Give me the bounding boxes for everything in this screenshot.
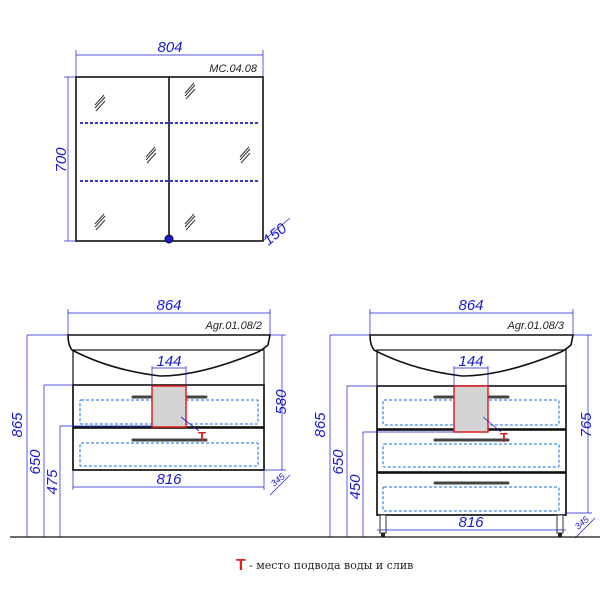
cabinet-right: 864 Agr.01.08/3 T 144 816 765 345 865 (312, 297, 596, 539)
glass-reflection-icon (94, 82, 251, 231)
legend-text: - место подвода воды и слив (249, 559, 413, 572)
mirror-model-label: MC.04.08 (209, 63, 258, 75)
left-drawer-height-dimension: 650 (27, 449, 44, 475)
right-cutout (453, 385, 489, 433)
mirror-depth-dimension: 150 (260, 220, 291, 250)
left-cutout (151, 385, 187, 428)
right-drawer-height-dimension: 650 (330, 449, 347, 475)
knob-icon (164, 234, 174, 244)
mirror-height-dimension: 700 (53, 147, 70, 173)
mirror-cabinet: 804 MC.04.08 700 150 (53, 39, 291, 249)
mirror-width-dimension: 804 (157, 39, 182, 56)
legend-symbol: T (236, 557, 246, 574)
right-total-height-dimension: 865 (312, 412, 329, 438)
left-body-height-dimension: 580 (273, 389, 290, 415)
right-body-height-dimension: 765 (578, 412, 595, 438)
right-model-label: Agr.01.08/3 (507, 320, 565, 332)
left-total-height-dimension: 865 (9, 412, 26, 438)
cabinet-left: 864 Agr.01.08/2 T 144 816 580 345 865 65… (9, 297, 291, 537)
left-body-width-dimension: 816 (156, 471, 182, 488)
right-cutout-dimension: 144 (458, 353, 483, 370)
right-depth-dimension: 345 (573, 514, 592, 532)
left-cutout-dimension: 144 (156, 353, 181, 370)
left-depth-dimension: 345 (269, 471, 288, 489)
left-connection-marker: T (198, 429, 206, 444)
left-top-width-dimension: 864 (156, 297, 181, 314)
right-body-width-dimension: 816 (458, 514, 484, 531)
left-model-label: Agr.01.08/2 (205, 320, 262, 332)
left-connection-height-dimension: 475 (44, 469, 61, 495)
legend: T - место подвода воды и слив (236, 557, 413, 574)
right-connection-marker: T (500, 430, 508, 445)
right-top-width-dimension: 864 (458, 297, 483, 314)
right-connection-height-dimension: 450 (347, 474, 364, 500)
